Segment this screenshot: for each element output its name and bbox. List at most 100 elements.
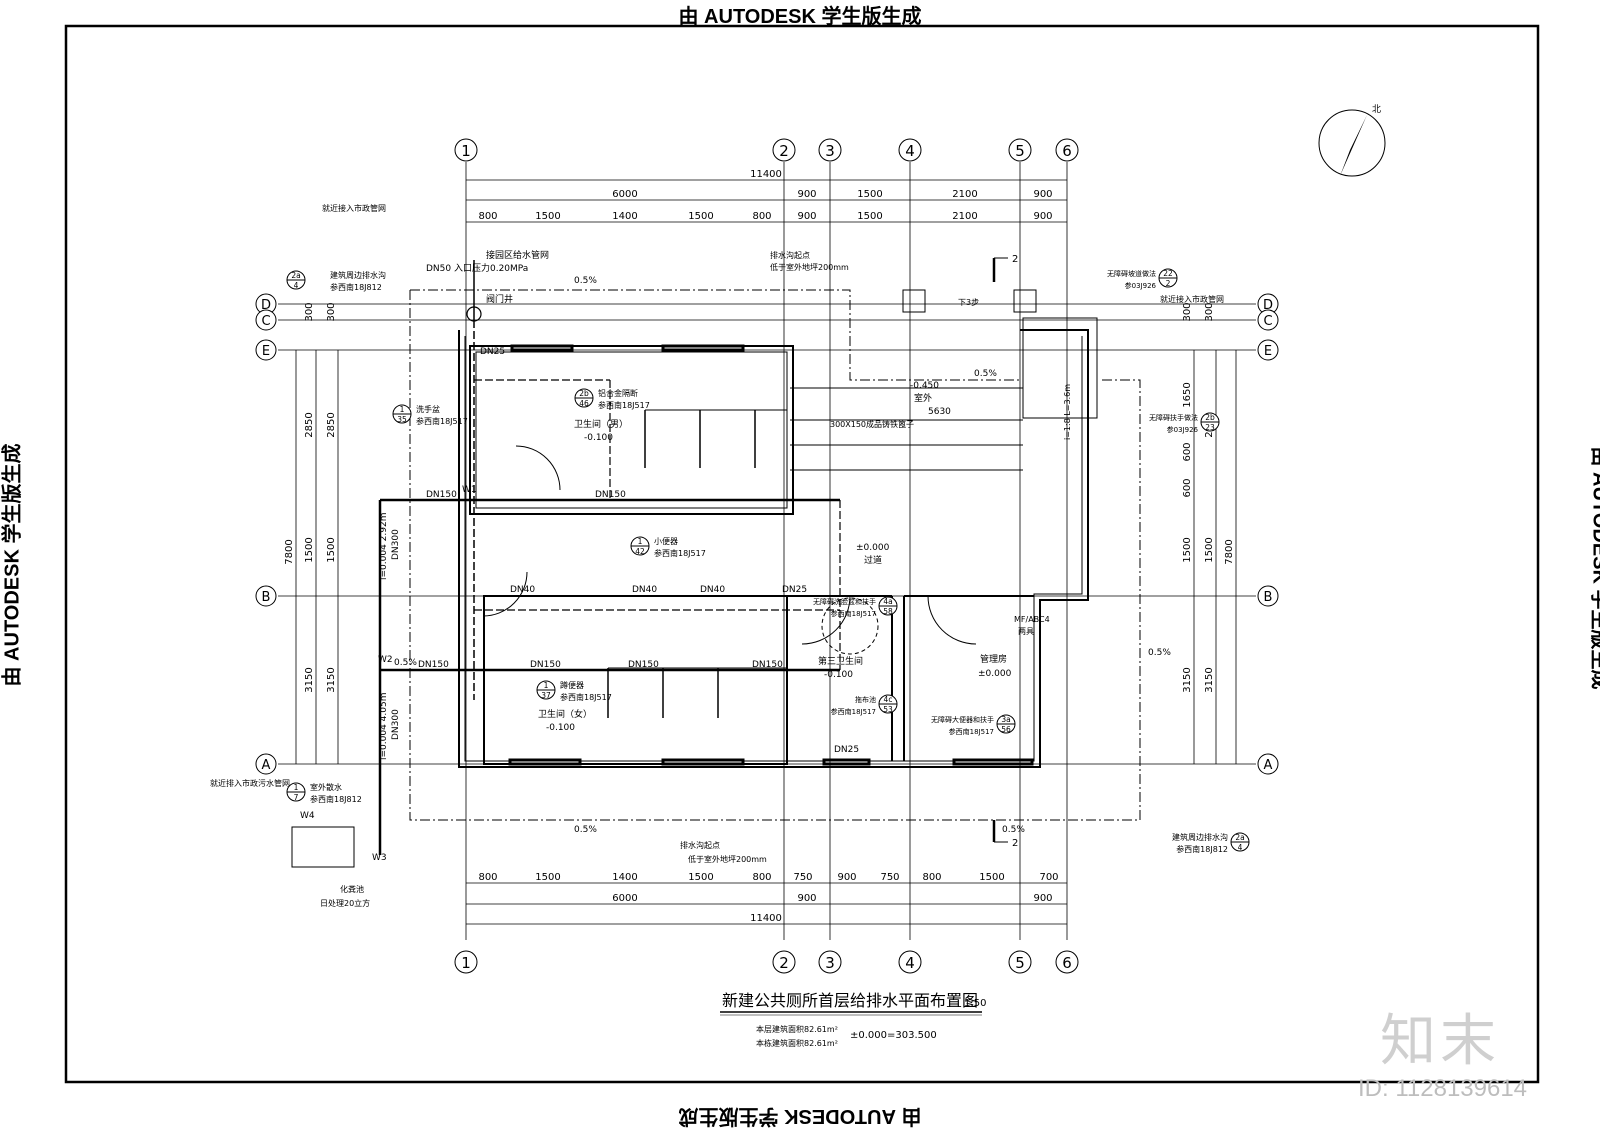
callout: 222 无障碍坡道做法 参03J926 xyxy=(1107,269,1177,290)
dim-bottom-detail: 800 xyxy=(922,872,941,883)
room-third-name: 第三卫生间 xyxy=(818,655,863,667)
dim-top-detail: 900 xyxy=(1033,211,1052,222)
callout: 137 蹲便器 参西南18J517 xyxy=(537,680,612,702)
svg-text:无障碍扶手做法: 无障碍扶手做法 xyxy=(1149,413,1198,422)
grid-col-label-top: 5 xyxy=(1015,142,1025,160)
area-building: 本栋建筑面积82.61m² xyxy=(756,1038,838,1048)
pipe-dn-label: DN25 xyxy=(480,347,505,357)
note-extinguisher: MF/ABC4 xyxy=(1014,615,1050,624)
dim-right-mid: 1650 xyxy=(1182,382,1193,407)
svg-text:参西南18J517: 参西南18J517 xyxy=(654,548,706,558)
svg-text:铝合金隔断: 铝合金隔断 xyxy=(598,388,638,398)
svg-text:建筑周边排水沟: 建筑周边排水沟 xyxy=(330,270,386,280)
dim-left-inner: 1500 xyxy=(304,537,315,562)
pipe-dn-label: DN25 xyxy=(782,585,807,595)
pipe-dn-label: DN40 xyxy=(510,585,535,595)
dim-top-detail: 800 xyxy=(478,211,497,222)
note-septic: 化粪池 xyxy=(340,884,364,894)
notes: 就近接入市政管网 就近接入市政管网 就近排入市政污水管网 排水沟起点 低于室外地… xyxy=(210,203,1224,908)
building-walls xyxy=(459,290,1097,767)
note-extinguisher-2: 两具 xyxy=(1018,627,1034,636)
svg-text:35: 35 xyxy=(397,415,407,424)
dim-bottom-detail: 1500 xyxy=(688,872,713,883)
grid-bubbles-top: 1 2 3 4 5 6 xyxy=(455,139,1078,161)
note-ditch-start-top-2: 低于室外地坪200mm xyxy=(770,262,849,272)
dim-top-sub: 6000 xyxy=(612,189,637,200)
dim-right-mid: 3150 xyxy=(1182,667,1193,692)
dimensions-top: 11400 6000 900 1500 2100 900 800 1500 14… xyxy=(466,169,1067,222)
drawing-id: ID: 1128139614 xyxy=(1358,1075,1527,1103)
svg-text:42: 42 xyxy=(635,547,645,556)
dim-left-inner: 2850 xyxy=(304,412,315,437)
svg-text:参西南18J517: 参西南18J517 xyxy=(598,400,650,410)
drawing-scale: 1:50 xyxy=(964,998,986,1009)
svg-text:参西南18J812: 参西南18J812 xyxy=(1176,844,1228,854)
dim-right-mid: 300 xyxy=(1182,302,1193,321)
pipe-dn-label: DN150 xyxy=(595,490,626,500)
dim-top-sub: 2100 xyxy=(952,189,977,200)
note-ramp: 300X150成品铸铁篦子 xyxy=(830,419,914,429)
dim-top-sub: 900 xyxy=(797,189,816,200)
dim-top-detail: 1400 xyxy=(612,211,637,222)
callout: 135 洗手盆 参西南18J517 xyxy=(393,404,468,426)
dim-top-sub: 1500 xyxy=(857,189,882,200)
svg-text:参西南18J517: 参西南18J517 xyxy=(416,416,468,426)
dim-top-total: 11400 xyxy=(750,169,782,180)
dim-right-inner: 300 xyxy=(1204,302,1215,321)
grid-row-label-left: A xyxy=(262,758,271,773)
svg-text:参西南18J812: 参西南18J812 xyxy=(330,282,382,292)
svg-text:洗手盆: 洗手盆 xyxy=(416,404,440,414)
dim-bottom-total: 11400 xyxy=(750,913,782,924)
elevation-datum: ±0.000=303.500 xyxy=(850,1030,937,1041)
dim-left-total: 7800 xyxy=(284,539,295,564)
dim-bottom-detail: 800 xyxy=(752,872,771,883)
brand-logo: 知末 xyxy=(1380,996,1500,1077)
room-female-name: 卫生间（女） xyxy=(538,708,592,720)
grid-row-label-left: D xyxy=(261,298,271,313)
svg-text:4a: 4a xyxy=(883,597,892,606)
svg-text:1: 1 xyxy=(400,405,405,414)
dim-top-detail: 900 xyxy=(797,211,816,222)
area-floor: 本层建筑面积82.61m² xyxy=(756,1024,838,1034)
north-arrow: 北 xyxy=(1319,104,1385,176)
svg-text:拖布池: 拖布池 xyxy=(855,695,876,704)
note-connect-rain-top: 就近接入市政管网 xyxy=(322,203,386,213)
pipe-dn-label: DN150 xyxy=(530,660,561,670)
room-outdoor-dim: 5630 xyxy=(928,407,951,417)
slope-label: 0.5% xyxy=(574,276,597,286)
pipe-dn-label: DN40 xyxy=(700,585,725,595)
svg-text:37: 37 xyxy=(541,691,551,700)
slope-label: 0.5% xyxy=(1148,648,1171,658)
svg-text:3a: 3a xyxy=(1001,715,1010,724)
note-ditch-start-bottom-2: 低于室外地坪200mm xyxy=(688,854,767,864)
grid-row-label-right: E xyxy=(1264,344,1272,359)
svg-text:参西南18J517: 参西南18J517 xyxy=(949,727,994,736)
svg-text:2a: 2a xyxy=(1235,833,1244,842)
pipe-dn300-label: DN300 xyxy=(391,529,401,560)
room-third-level: -0.100 xyxy=(824,670,853,680)
dim-bottom-sub: 900 xyxy=(797,893,816,904)
svg-text:参西南18J517: 参西南18J517 xyxy=(831,609,876,618)
grid-row-label-left: B xyxy=(262,590,271,605)
grid-row-label-right: B xyxy=(1264,590,1273,605)
dim-right-mid: 600 xyxy=(1182,478,1193,497)
svg-text:蹲便器: 蹲便器 xyxy=(560,680,584,690)
grid-col-label-bottom: 5 xyxy=(1015,954,1025,972)
valve-well-label: 阀门井 xyxy=(486,293,513,305)
dim-bottom-detail: 1500 xyxy=(979,872,1004,883)
dim-bottom-detail: 700 xyxy=(1039,872,1058,883)
room-female-level: -0.100 xyxy=(546,723,575,733)
svg-text:1: 1 xyxy=(294,783,299,792)
svg-text:22: 22 xyxy=(1163,269,1173,278)
callout: 17 室外散水 参西南18J812 xyxy=(287,782,362,804)
dim-right-inner: 3150 xyxy=(1204,667,1215,692)
note-ramp-slope: i=1:8 L=3.6m xyxy=(1063,384,1072,440)
room-male-level: -0.100 xyxy=(584,433,613,443)
svg-text:2a: 2a xyxy=(291,271,300,280)
grid-row-label-right: C xyxy=(1263,314,1272,329)
callout: 2a4 建筑周边排水沟 参西南18J812 xyxy=(287,270,386,292)
grid-col-label-top: 4 xyxy=(905,142,915,160)
grid-col-label-bottom: 3 xyxy=(825,954,835,972)
